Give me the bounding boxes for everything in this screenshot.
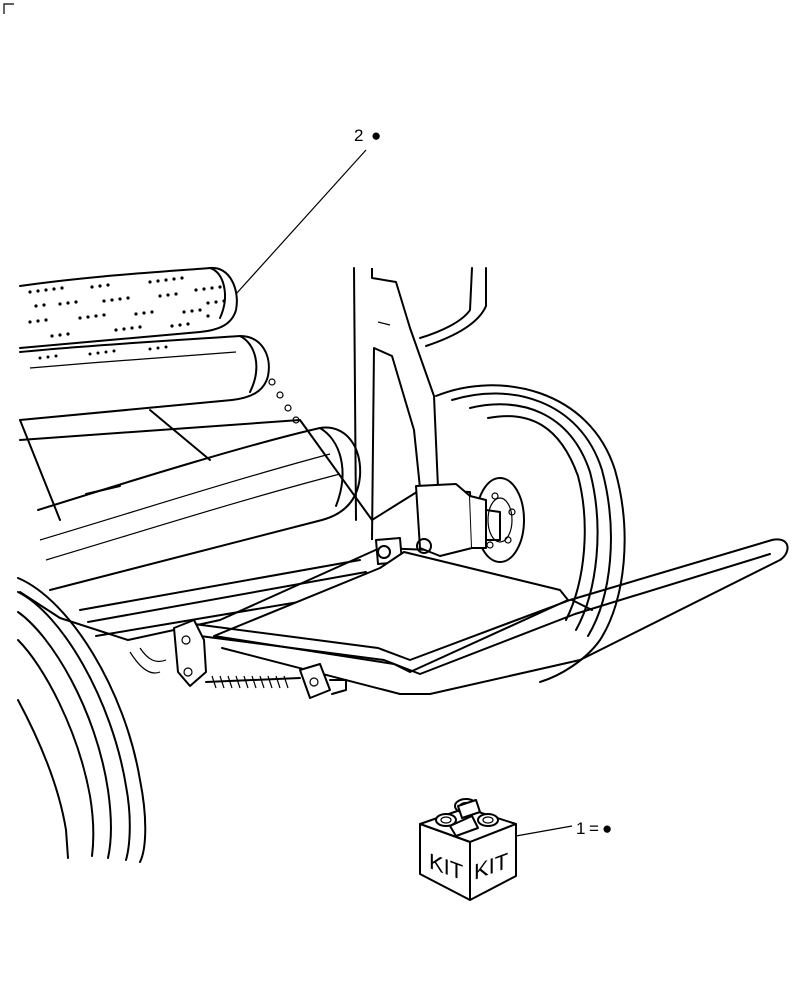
tube-frame — [193, 538, 789, 695]
callout-equals-1: = — [589, 819, 599, 838]
roller-perforations — [28, 276, 226, 338]
lower-roller — [19, 409, 362, 591]
left-wheel — [17, 577, 147, 863]
leader-line-2 — [235, 149, 367, 295]
axle-bracket — [375, 483, 501, 565]
top-roller — [19, 266, 238, 349]
kit-box: KIT KIT — [419, 798, 517, 901]
hinge-bracket — [173, 619, 207, 687]
leader-line-1 — [515, 825, 573, 837]
spring — [205, 663, 347, 699]
callout-marker-1: ● — [602, 819, 612, 838]
corner-mark — [3, 3, 14, 14]
callout-2: 2 ● — [235, 126, 381, 295]
rear-panel — [419, 267, 487, 347]
machine-assembly — [17, 266, 789, 863]
platform-plate — [213, 551, 569, 673]
callout-1: 1 = ● — [515, 819, 612, 838]
callout-marker-2: ● — [371, 126, 381, 145]
callout-number-2: 2 — [354, 126, 363, 145]
callout-number-1: 1 — [576, 819, 585, 838]
middle-roller — [19, 335, 300, 424]
kit-fittings-icon — [435, 798, 499, 837]
